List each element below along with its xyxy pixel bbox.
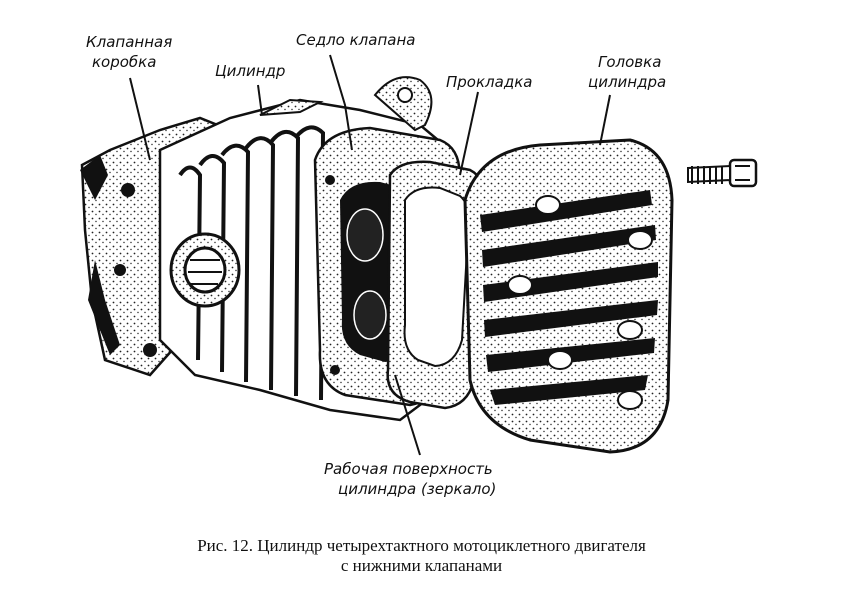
- leader-lines: [129, 54, 611, 456]
- figure-caption-line2: с нижними клапанами: [340, 556, 503, 575]
- label-gasket: Прокладка: [446, 73, 533, 91]
- label-head-line1: Головка: [598, 53, 662, 71]
- figure-caption-line1: Рис. 12. Цилиндр четырехтактного мотоцик…: [197, 536, 646, 555]
- cylinder-head: [463, 138, 674, 454]
- label-valve-box-line1: Клапанная: [86, 33, 173, 51]
- label-cylinder: Цилиндр: [215, 62, 286, 80]
- label-head-line2: цилиндра: [588, 73, 667, 91]
- gasket: [373, 76, 488, 410]
- label-valve-seat: Седло клапана: [296, 31, 416, 49]
- label-surface-line1: Рабочая поверхность: [324, 460, 493, 478]
- label-surface-line2: цилиндра (зеркало): [338, 480, 497, 498]
- label-valve-box-line2: коробка: [92, 53, 157, 71]
- head-bolt: [687, 158, 758, 188]
